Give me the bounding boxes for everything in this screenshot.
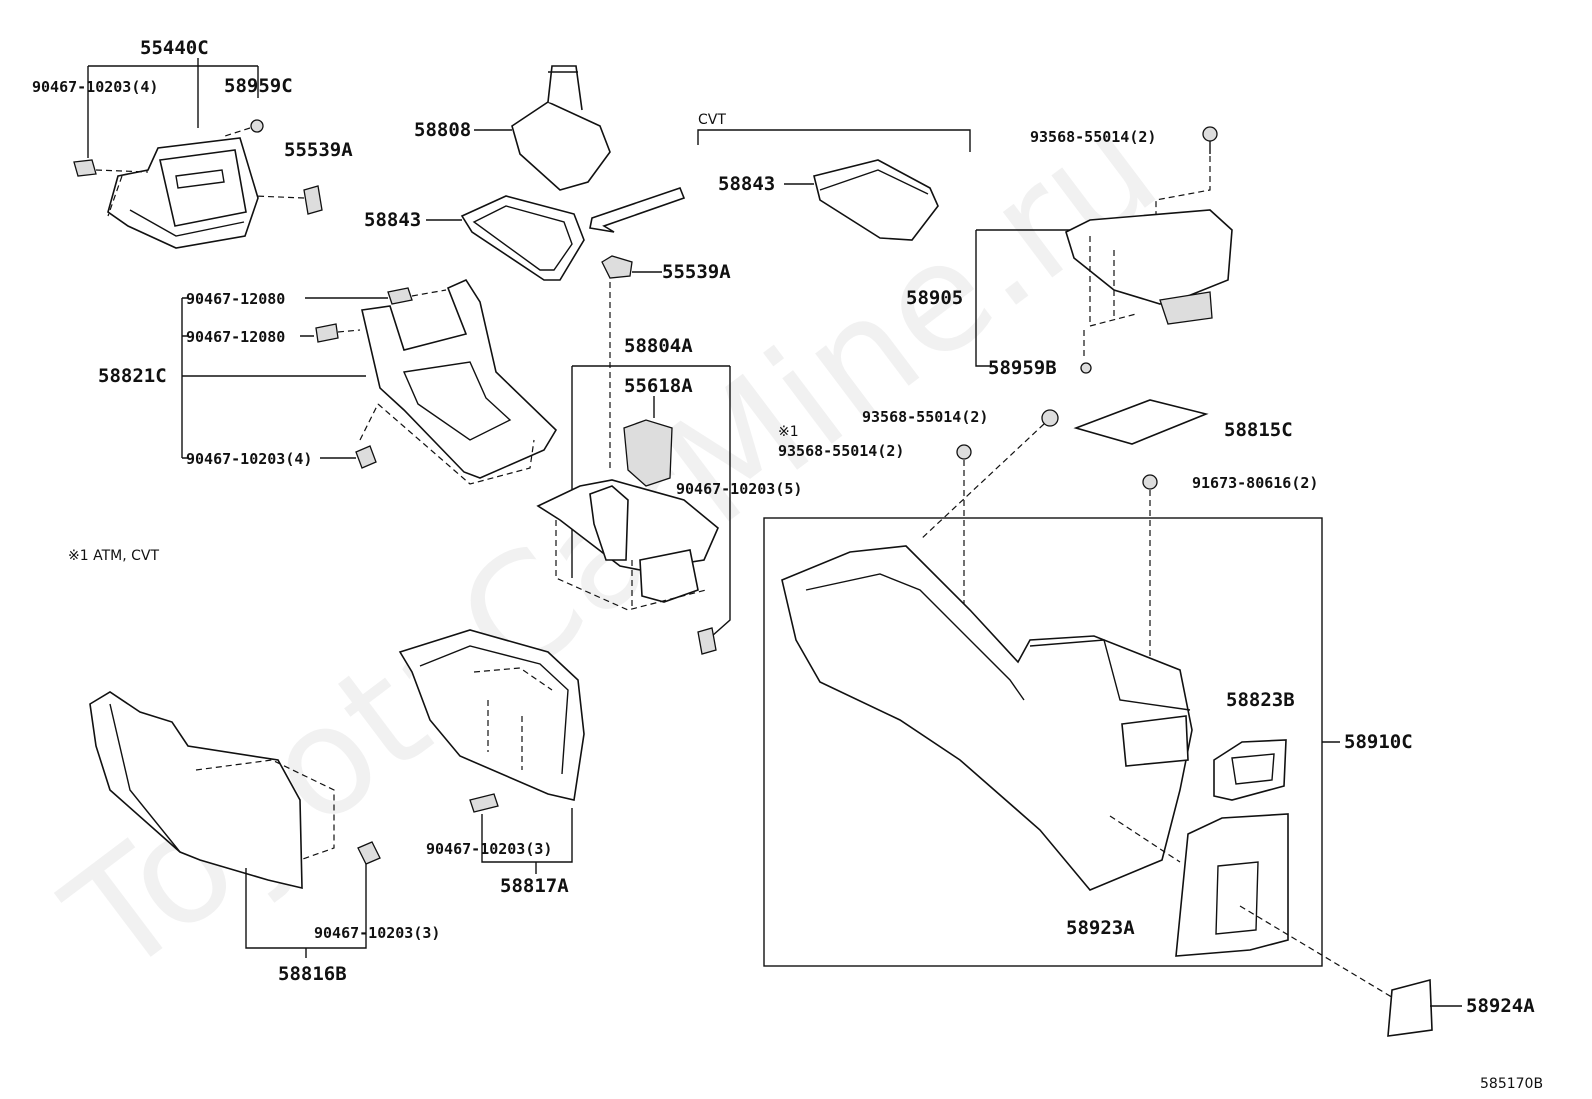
- label-58843-a: 58843: [364, 209, 421, 231]
- clip-55539a-b: [601, 255, 633, 279]
- part-58843-a: [460, 195, 585, 281]
- label-93568-55014-a: 93568-55014(2): [1030, 128, 1156, 146]
- label-93568-55014-b: 93568-55014(2): [862, 408, 988, 426]
- part-58823b: [1213, 739, 1287, 801]
- label-58959c: 58959C: [224, 75, 293, 97]
- label-90467-12080-a: 90467-12080: [186, 290, 285, 308]
- part-58905-armrest: [1065, 209, 1233, 305]
- labels: 55440C 90467-10203(4) 58959C 55539A 5880…: [32, 37, 1543, 1092]
- part-58816b: [89, 691, 303, 890]
- footnote: ※1 ATM, CVT: [68, 548, 159, 564]
- group-58816b: [89, 691, 381, 958]
- label-93568-55014-c: 93568-55014(2): [778, 442, 904, 460]
- part-58910c-console: [781, 545, 1193, 891]
- bolt-91673: [1142, 474, 1158, 490]
- clip-90467-10203-e: [469, 793, 499, 813]
- group-58817a: [398, 629, 585, 874]
- label-90467-12080-b: 90467-12080: [186, 328, 285, 346]
- label-58910c: 58910C: [1344, 731, 1413, 753]
- bolt-93568-a: [1202, 126, 1218, 142]
- part-58817a: [398, 629, 585, 801]
- bolt-93568-b: [1041, 409, 1059, 427]
- clip-55539a-a: [303, 185, 323, 215]
- bolt-93568-c: [956, 444, 972, 460]
- part-58804a-console: [536, 479, 719, 571]
- label-marker-1: ※1: [778, 424, 799, 440]
- label-91673-80616: 91673-80616(2): [1192, 474, 1318, 492]
- label-58843-b: 58843: [718, 173, 775, 195]
- label-58923a: 58923A: [1066, 917, 1135, 939]
- label-58823b: 58823B: [1226, 689, 1295, 711]
- label-90467-10203-3-b: 90467-10203(3): [314, 924, 440, 942]
- label-55539a-b: 55539A: [662, 261, 731, 283]
- part-58808: [511, 101, 611, 191]
- clip-90467-10203-d: [357, 841, 381, 865]
- diagram-id: 585170B: [1480, 1076, 1543, 1092]
- clip-90467-10203-c: [697, 627, 717, 655]
- part-58924a: [1387, 978, 1433, 1037]
- label-90467-10203-4-a: 90467-10203(4): [32, 78, 158, 96]
- group-55440c: [73, 58, 323, 249]
- label-58924a: 58924A: [1466, 995, 1535, 1017]
- group-shift-boot: [426, 65, 686, 281]
- arrow-direction: [589, 186, 686, 233]
- label-58815c: 58815C: [1224, 419, 1293, 441]
- label-90467-10203-4-b: 90467-10203(4): [186, 450, 312, 468]
- part-55440c-drawer: [107, 137, 259, 249]
- group-58910c: [763, 399, 1401, 1003]
- part-58815c: [1073, 399, 1209, 445]
- label-58959b: 58959B: [988, 357, 1057, 379]
- group-58804a: [536, 282, 731, 655]
- label-90467-10203-5: 90467-10203(5): [676, 480, 802, 498]
- clip-90467-10203-b: [355, 445, 377, 469]
- bolt-58959b: [1080, 362, 1092, 374]
- label-55618a: 55618A: [624, 375, 693, 397]
- label-58808: 58808: [414, 119, 471, 141]
- part-58821c: [361, 278, 558, 479]
- label-58905: 58905: [906, 287, 963, 309]
- part-58843-b: [813, 159, 939, 241]
- part-55618a: [623, 419, 673, 487]
- clip-90467-12080-b: [315, 323, 339, 343]
- clip-90467-12080-a: [387, 287, 413, 305]
- clip-90467-10203-a: [73, 159, 97, 177]
- group-58905: [975, 126, 1233, 374]
- clip-58959c: [250, 119, 264, 133]
- group-58821c: [181, 278, 558, 485]
- part-58923a: [1175, 813, 1289, 957]
- label-58804a: 58804A: [624, 335, 693, 357]
- label-90467-10203-3-a: 90467-10203(3): [426, 840, 552, 858]
- label-cvt: CVT: [698, 112, 726, 128]
- label-55539a-a: 55539A: [284, 139, 353, 161]
- label-58816b: 58816B: [278, 963, 347, 985]
- group-cvt: [697, 129, 971, 241]
- label-55440c: 55440C: [140, 37, 209, 59]
- label-58817a: 58817A: [500, 875, 569, 897]
- label-58821c: 58821C: [98, 365, 167, 387]
